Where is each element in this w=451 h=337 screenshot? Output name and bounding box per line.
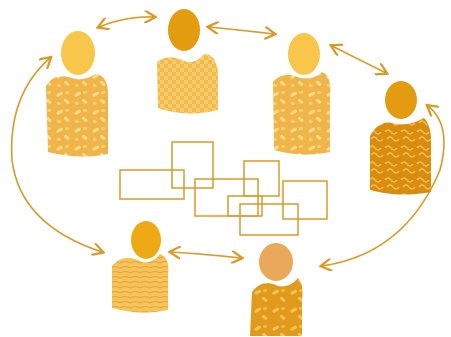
person-bottom-left <box>112 221 169 313</box>
person-top-right <box>273 33 331 155</box>
work-rect-7 <box>227 195 263 217</box>
person-head <box>168 9 200 51</box>
person-top-left <box>46 31 108 157</box>
person-head <box>288 33 320 75</box>
person-body <box>157 54 218 114</box>
work-rect-2 <box>171 141 214 189</box>
shared-work-rectangles <box>119 141 328 236</box>
person-head <box>385 81 417 119</box>
arrow-bottomcenter-right <box>322 106 445 266</box>
person-body <box>273 72 331 155</box>
arrow-topleft-topcenter <box>99 17 154 27</box>
arrow-bottomleft-bottomcenter <box>171 252 241 258</box>
arrow-topcenter-topright <box>209 27 274 34</box>
connections <box>10 17 445 266</box>
person-head <box>131 221 161 259</box>
person-body <box>370 118 432 195</box>
person-head <box>61 31 95 75</box>
person-body <box>46 74 108 157</box>
person-bottom-center <box>250 243 303 336</box>
person-head <box>259 243 293 281</box>
person-body <box>250 278 303 336</box>
work-rect-5 <box>282 180 328 220</box>
person-right <box>370 81 432 195</box>
arrow-topright-right <box>332 46 386 73</box>
work-rect-6 <box>239 203 299 236</box>
work-rect-3 <box>194 178 259 217</box>
person-body <box>112 254 169 313</box>
work-rect-1 <box>119 169 185 200</box>
arrow-topleft-bottomleft <box>10 58 102 252</box>
person-top-center <box>157 9 218 114</box>
